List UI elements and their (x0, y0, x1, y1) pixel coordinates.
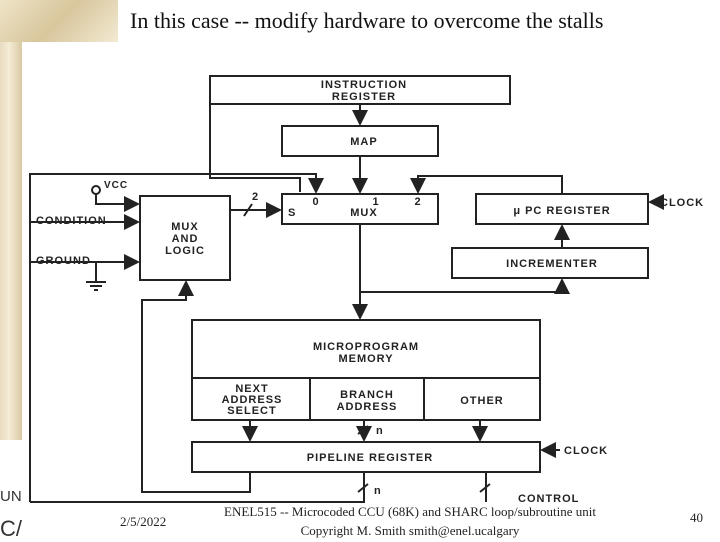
ground-label: GROUND (36, 255, 91, 267)
bus-width-n-2: n (374, 485, 382, 497)
next-address-select-label-3: SELECT (227, 405, 276, 417)
other-label: OTHER (460, 395, 504, 407)
university-logo-fragment-top: UN (0, 488, 22, 505)
incrementer-box (451, 247, 649, 279)
footer-center: ENEL515 -- Microcoded CCU (68K) and SHAR… (200, 502, 620, 540)
instruction-register-box (209, 75, 511, 105)
instruction-register-label-1: INSTRUCTION (321, 79, 407, 91)
mux-logic-label-3: LOGIC (165, 245, 205, 257)
branch-address-label-1: BRANCH (340, 389, 394, 401)
microprogram-memory-box (191, 319, 541, 421)
next-address-select-label-2: ADDRESS (222, 394, 283, 406)
mux-label: MUX (350, 207, 377, 219)
microsequencer-diagram: INSTRUCTION REGISTER MAP MUX 0 1 2 S 2 M… (29, 75, 704, 505)
condition-label: CONDITION (36, 215, 107, 227)
university-logo-fragment-bottom: C/ (0, 516, 22, 541)
marble-sidebar (0, 0, 22, 440)
incrementer-label: INCREMENTER (506, 258, 598, 270)
mux-input-2: 2 (414, 196, 421, 208)
microprogram-memory-label-2: MEMORY (338, 353, 393, 365)
slide-title: In this case -- modify hardware to overc… (130, 8, 604, 33)
vcc-label: VCC (104, 180, 128, 191)
map-label: MAP (350, 136, 377, 148)
mux-box (281, 193, 439, 225)
footer-copyright-line: Copyright M. Smith smith@enel.ucalgary (300, 523, 520, 538)
pipeline-register-label: PIPELINE REGISTER (307, 452, 433, 464)
footer-date: 2/5/2022 (120, 514, 167, 529)
mux-input-1: 1 (372, 196, 379, 208)
upc-register-label: μ PC REGISTER (513, 205, 610, 217)
pipeline-register-box (191, 441, 541, 473)
clock-label-2: CLOCK (564, 445, 608, 457)
clock-label-1: CLOCK (660, 197, 704, 209)
instruction-register-label-2: REGISTER (332, 91, 396, 103)
next-address-select-label-1: NEXT (235, 383, 268, 395)
page-number: 40 (690, 510, 703, 525)
marble-header-block (0, 0, 118, 42)
branch-address-label-2: ADDRESS (337, 401, 398, 413)
mux-select-width: 2 (252, 191, 259, 203)
mux-input-0: 0 (312, 196, 319, 208)
microprogram-memory-label-1: MICROPROGRAM (313, 341, 419, 353)
control-label: CONTROL (518, 493, 579, 505)
mux-logic-label-1: MUX (171, 221, 198, 233)
bus-width-n-1: n (376, 425, 384, 437)
mux-select-label: S (288, 207, 296, 219)
mux-and-logic-box (139, 195, 231, 281)
mux-logic-label-2: AND (172, 233, 199, 245)
footer-course-line: ENEL515 -- Microcoded CCU (68K) and SHAR… (224, 504, 596, 519)
